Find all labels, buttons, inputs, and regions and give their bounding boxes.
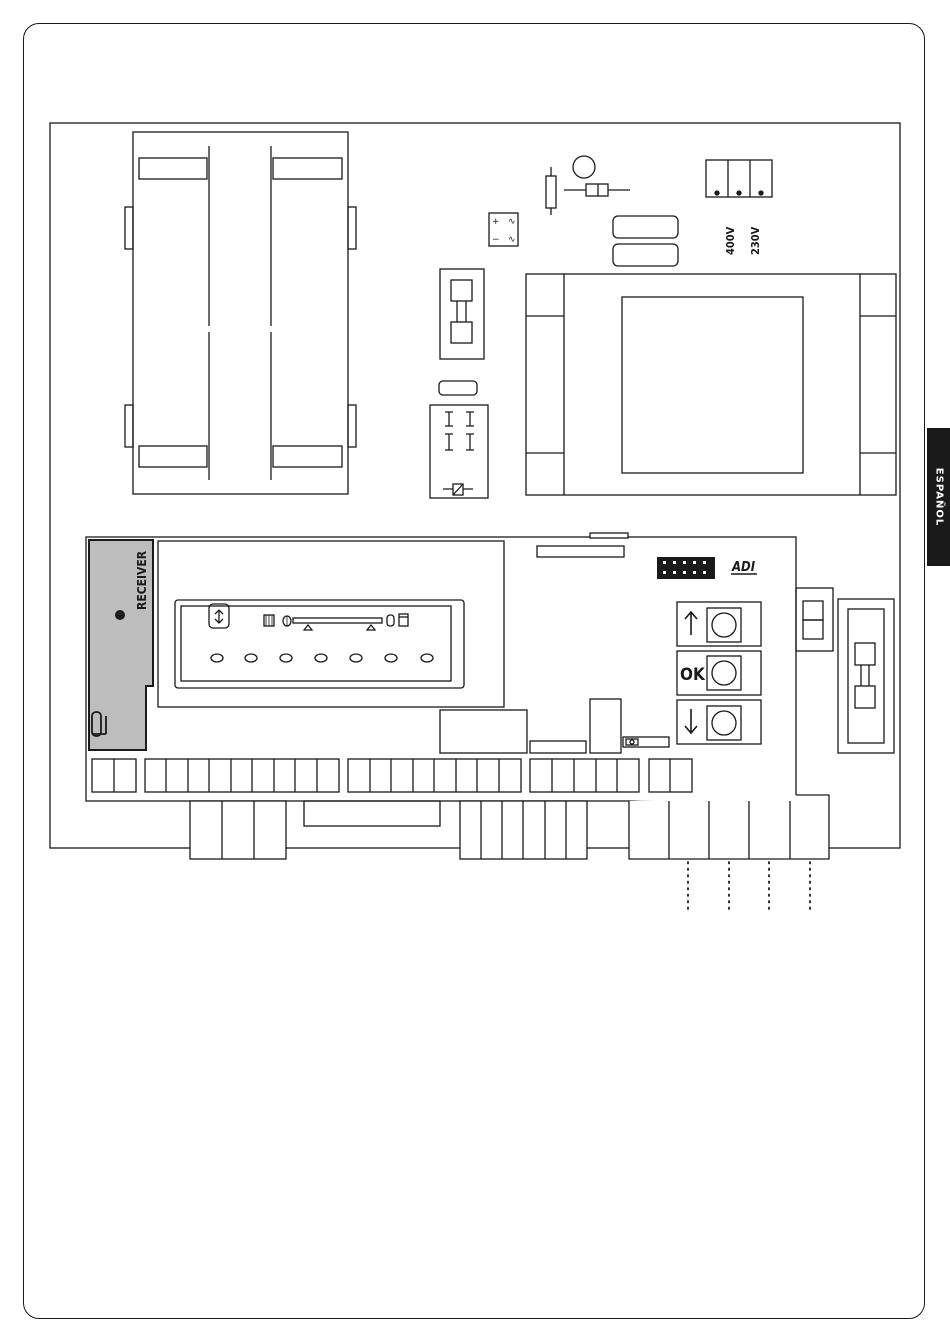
voltage-400-label: 400V [724,226,737,255]
adi-logo: ADI [731,560,756,575]
lower-connectors [190,795,829,859]
dotted-leads [688,862,810,914]
ok-button-label: OK [680,665,706,685]
transformer [526,274,896,495]
pin-header [657,557,715,579]
svg-text:−: − [492,235,500,245]
svg-text:∿: ∿ [508,235,516,245]
svg-text:+: + [492,217,500,227]
svg-text:∿: ∿ [508,217,516,227]
voltage-230-label: 230V [749,226,762,255]
receiver-label: RECEIVER [135,550,149,610]
capacitor-block [125,132,356,494]
